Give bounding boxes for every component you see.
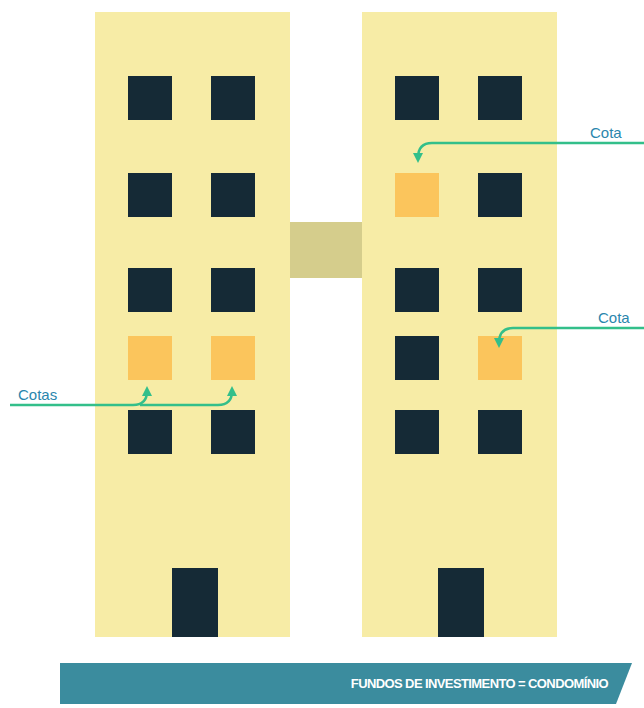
callout-label: Cotas	[18, 386, 57, 404]
door	[172, 568, 218, 637]
window	[211, 410, 255, 454]
right-building	[362, 12, 557, 637]
window	[128, 76, 172, 120]
window	[395, 336, 439, 380]
leader-line	[418, 143, 644, 158]
window	[211, 173, 255, 217]
window	[478, 410, 522, 454]
leader-line	[499, 328, 644, 343]
window	[478, 268, 522, 312]
window	[211, 336, 255, 380]
window	[128, 173, 172, 217]
banner-text: FUNDOS DE INVESTIMENTO = CONDOMÍNIO	[351, 663, 608, 704]
banner-band: FUNDOS DE INVESTIMENTO = CONDOMÍNIO	[60, 663, 632, 704]
callout-label: Cota	[590, 124, 622, 142]
window	[128, 410, 172, 454]
door	[438, 568, 484, 637]
leader-line	[140, 391, 232, 405]
window	[395, 410, 439, 454]
bridge	[290, 222, 362, 278]
window	[128, 268, 172, 312]
left-building	[95, 12, 290, 637]
callout-label: Cota	[598, 309, 630, 327]
window	[395, 268, 439, 312]
window-group	[128, 76, 522, 454]
window	[478, 173, 522, 217]
window	[211, 76, 255, 120]
window	[211, 268, 255, 312]
window	[395, 76, 439, 120]
window	[395, 173, 439, 217]
window	[128, 336, 172, 380]
window	[478, 76, 522, 120]
